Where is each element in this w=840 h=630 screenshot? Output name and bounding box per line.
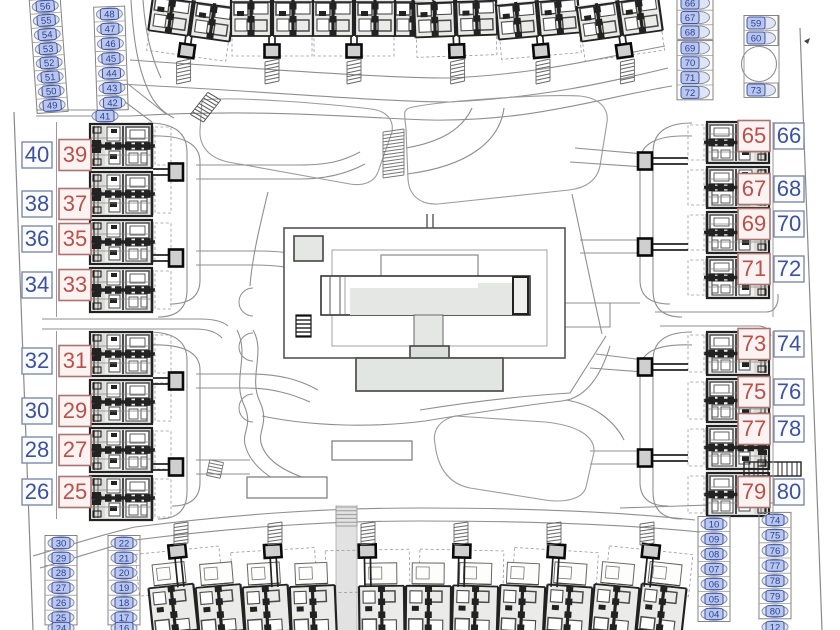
svg-text:80: 80 [770, 607, 781, 618]
svg-text:69: 69 [685, 43, 696, 54]
svg-text:28: 28 [56, 568, 67, 579]
svg-text:72: 72 [777, 256, 801, 281]
svg-text:29: 29 [63, 398, 87, 423]
svg-text:25: 25 [56, 613, 67, 624]
svg-text:48: 48 [104, 9, 115, 20]
svg-text:19: 19 [119, 583, 130, 594]
svg-text:38: 38 [25, 191, 49, 216]
svg-text:46: 46 [105, 39, 116, 50]
svg-text:27: 27 [63, 437, 87, 462]
svg-text:68: 68 [777, 176, 801, 201]
svg-text:24: 24 [56, 623, 67, 630]
svg-text:42: 42 [107, 98, 118, 109]
svg-text:76: 76 [777, 379, 801, 404]
svg-text:25: 25 [63, 479, 87, 504]
svg-text:21: 21 [119, 553, 130, 564]
svg-text:66: 66 [777, 123, 801, 148]
svg-text:41: 41 [100, 111, 111, 122]
svg-text:26: 26 [56, 598, 67, 609]
svg-text:75: 75 [742, 379, 766, 404]
svg-text:49: 49 [47, 100, 58, 112]
svg-text:31: 31 [63, 348, 87, 373]
svg-text:76: 76 [770, 546, 781, 557]
svg-text:33: 33 [63, 272, 87, 297]
svg-text:40: 40 [25, 142, 49, 167]
svg-text:12: 12 [770, 622, 781, 630]
svg-text:34: 34 [25, 272, 49, 297]
svg-text:18: 18 [119, 598, 130, 609]
svg-text:56: 56 [40, 1, 51, 13]
svg-text:68: 68 [685, 27, 696, 38]
svg-text:70: 70 [777, 211, 801, 236]
svg-text:30: 30 [56, 538, 67, 549]
svg-text:70: 70 [685, 58, 696, 69]
svg-text:51: 51 [45, 72, 56, 84]
svg-text:17: 17 [119, 613, 130, 624]
svg-text:43: 43 [107, 83, 118, 94]
svg-text:67: 67 [742, 176, 766, 201]
svg-text:80: 80 [777, 479, 801, 504]
svg-text:78: 78 [770, 576, 781, 587]
svg-text:66: 66 [685, 0, 696, 9]
svg-text:71: 71 [742, 256, 766, 281]
svg-text:78: 78 [777, 416, 801, 441]
svg-text:32: 32 [25, 348, 49, 373]
svg-text:73: 73 [751, 85, 762, 96]
svg-text:29: 29 [56, 553, 67, 564]
svg-text:07: 07 [709, 564, 720, 575]
svg-text:71: 71 [685, 73, 696, 84]
svg-text:79: 79 [742, 479, 766, 504]
svg-text:60: 60 [751, 33, 762, 44]
svg-text:20: 20 [119, 568, 130, 579]
svg-text:74: 74 [770, 515, 781, 526]
svg-text:37: 37 [63, 191, 87, 216]
svg-text:36: 36 [25, 226, 49, 251]
svg-text:28: 28 [25, 437, 49, 462]
svg-text:69: 69 [742, 211, 766, 236]
svg-text:09: 09 [709, 534, 720, 545]
svg-text:04: 04 [709, 609, 720, 620]
svg-text:35: 35 [63, 226, 87, 251]
svg-text:05: 05 [709, 594, 720, 605]
svg-text:10: 10 [709, 519, 720, 530]
svg-text:52: 52 [44, 58, 55, 70]
svg-text:47: 47 [104, 24, 115, 35]
svg-text:22: 22 [119, 538, 130, 549]
svg-text:55: 55 [41, 15, 52, 27]
svg-text:72: 72 [685, 88, 696, 99]
svg-text:39: 39 [63, 142, 87, 167]
svg-text:65: 65 [742, 123, 766, 148]
svg-text:54: 54 [42, 30, 53, 42]
svg-text:67: 67 [685, 13, 696, 24]
svg-text:16: 16 [119, 623, 130, 630]
svg-text:27: 27 [56, 583, 67, 594]
svg-text:79: 79 [770, 591, 781, 602]
svg-text:50: 50 [46, 86, 57, 98]
svg-text:77: 77 [770, 561, 781, 572]
svg-text:75: 75 [770, 531, 781, 542]
svg-text:06: 06 [709, 579, 720, 590]
svg-text:08: 08 [709, 549, 720, 560]
svg-text:74: 74 [777, 331, 801, 356]
svg-text:77: 77 [742, 416, 766, 441]
svg-text:44: 44 [106, 68, 117, 79]
svg-text:26: 26 [25, 479, 49, 504]
svg-text:73: 73 [742, 331, 766, 356]
svg-text:45: 45 [105, 54, 116, 65]
svg-text:30: 30 [25, 398, 49, 423]
svg-text:59: 59 [751, 18, 762, 29]
svg-text:53: 53 [43, 44, 54, 56]
